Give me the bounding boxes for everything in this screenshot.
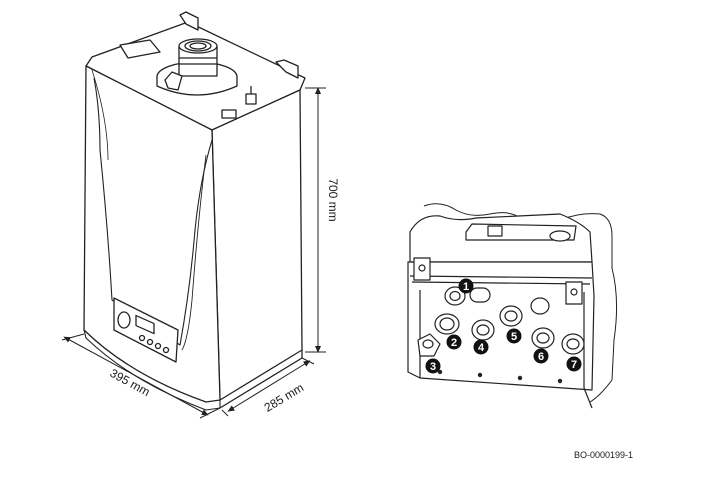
callout-2-label: 2 <box>451 337 457 349</box>
height-label: 700 mm <box>326 178 340 221</box>
callout-6: 6 <box>533 348 549 364</box>
outlet-6 <box>531 327 555 349</box>
reference-code: BO-0000199-1 <box>574 450 634 460</box>
depth-label: 285 mm <box>262 380 306 414</box>
outlet-7 <box>561 333 585 355</box>
outlet-1 <box>444 286 466 306</box>
callout-7: 7 <box>566 356 582 372</box>
width-dimension <box>61 333 221 419</box>
height-dimension <box>305 87 326 353</box>
callout-7-label: 7 <box>571 359 577 371</box>
outlet-4 <box>471 319 495 341</box>
callout-4-label: 4 <box>478 342 485 354</box>
callout-2: 2 <box>446 334 462 350</box>
callout-5-label: 5 <box>511 331 517 343</box>
connections-view <box>407 203 618 409</box>
callout-3: 3 <box>425 358 441 374</box>
callout-3-label: 3 <box>430 361 436 373</box>
callout-4: 4 <box>473 339 489 355</box>
callout-1-label: 1 <box>463 281 469 293</box>
callout-5: 5 <box>506 328 522 344</box>
outlet-2 <box>434 313 460 335</box>
depth-dimension <box>221 357 315 417</box>
outlet-5 <box>499 305 523 327</box>
callout-6-label: 6 <box>538 351 544 363</box>
boiler-overview <box>83 11 306 411</box>
boiler-side-face <box>211 89 303 401</box>
callout-1: 1 <box>458 278 474 294</box>
